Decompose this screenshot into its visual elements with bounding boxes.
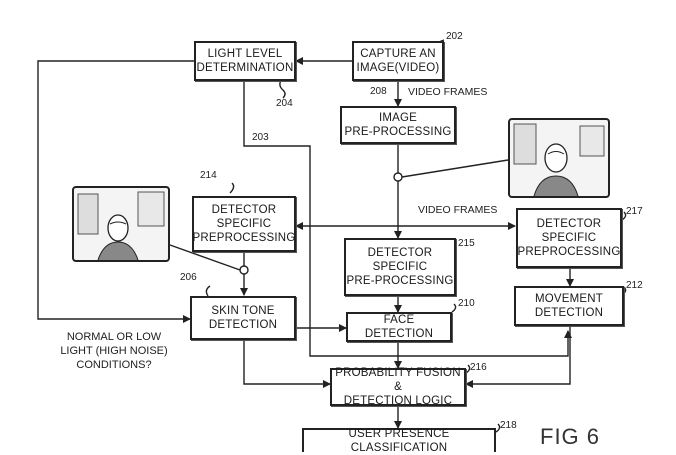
detector-214-text: DETECTOR SPECIFIC PREPROCESSING — [192, 204, 296, 244]
video-frames-label-mid: VIDEO FRAMES — [418, 204, 498, 216]
movement-detection-box: MOVEMENT DETECTION — [514, 286, 624, 326]
arrow-light-to-skin-loop — [37, 60, 194, 323]
tap-node-right — [393, 172, 403, 182]
ref-217: 217 — [626, 206, 643, 217]
leader-218 — [495, 423, 501, 433]
detector-specific-preprocessing-215-box: DETECTOR SPECIFIC PRE-PROCESSING — [344, 238, 456, 296]
ref-203: 203 — [252, 132, 269, 143]
video-frames-label-top: VIDEO FRAMES — [408, 86, 488, 98]
detector-217-text: DETECTOR SPECIFIC PREPROCESSING — [517, 218, 621, 258]
light-level-box: LIGHT LEVEL DETERMINATION — [194, 41, 296, 81]
arrow-light-path-203 — [243, 80, 572, 357]
video-frame-picture-right — [508, 118, 610, 198]
user-presence-classification-box: USER PRESENCE CLASSIFICATION — [302, 428, 496, 454]
line-tap-right-picture — [401, 159, 509, 178]
probability-fusion-text: PROBABILITY FUSION & DETECTION LOGIC — [335, 367, 461, 407]
ref-202: 202 — [446, 31, 463, 42]
skin-tone-detection-box: SKIN TONE DETECTION — [190, 296, 296, 340]
face-detection-text: FACE DETECTION — [364, 314, 434, 340]
leader-214 — [229, 182, 235, 194]
ref-212: 212 — [626, 280, 643, 291]
arrow-skin-to-fusion — [243, 340, 331, 388]
leader-216 — [465, 364, 471, 374]
leader-210 — [451, 303, 457, 313]
ref-204: 204 — [276, 98, 293, 109]
ref-206: 206 — [180, 272, 197, 283]
line-tap-left-picture — [169, 244, 241, 271]
detector-specific-preprocessing-217-box: DETECTOR SPECIFIC PREPROCESSING — [516, 208, 622, 268]
video-frame-picture-left — [72, 186, 170, 262]
leader-204 — [279, 79, 286, 99]
light-level-text: LIGHT LEVEL DETERMINATION — [196, 48, 294, 74]
image-preprocessing-text: IMAGE PRE-PROCESSING — [344, 112, 452, 138]
skin-tone-text: SKIN TONE DETECTION — [208, 305, 278, 331]
figure-label: FIG 6 — [540, 424, 601, 449]
face-detection-box: FACE DETECTION — [346, 312, 452, 342]
tap-node-left — [239, 265, 249, 275]
ref-208: 208 — [370, 86, 387, 97]
leader-217 — [621, 211, 627, 221]
detector-specific-preprocessing-214-box: DETECTOR SPECIFIC PREPROCESSING — [192, 196, 296, 252]
leader-206 — [205, 285, 211, 297]
light-conditions-question: NORMAL OR LOW LIGHT (HIGH NOISE) CONDITI… — [60, 331, 168, 371]
ref-218: 218 — [500, 420, 517, 431]
probability-fusion-box: PROBABILITY FUSION & DETECTION LOGIC — [330, 367, 466, 407]
movement-detection-text: MOVEMENT DETECTION — [534, 293, 604, 319]
capture-image-box: CAPTURE AN IMAGE(VIDEO) — [352, 41, 444, 81]
image-preprocessing-box: IMAGE PRE-PROCESSING — [340, 106, 456, 144]
arrow-movement-to-fusion — [465, 326, 571, 388]
capture-image-text: CAPTURE AN IMAGE(VIDEO) — [356, 48, 440, 74]
ref-210: 210 — [458, 298, 475, 309]
ref-216: 216 — [470, 362, 487, 373]
ref-215: 215 — [458, 238, 475, 249]
user-presence-classification-text: USER PRESENCE CLASSIFICATION — [348, 428, 450, 454]
ref-214: 214 — [200, 170, 217, 181]
detector-215-text: DETECTOR SPECIFIC PRE-PROCESSING — [346, 247, 454, 287]
